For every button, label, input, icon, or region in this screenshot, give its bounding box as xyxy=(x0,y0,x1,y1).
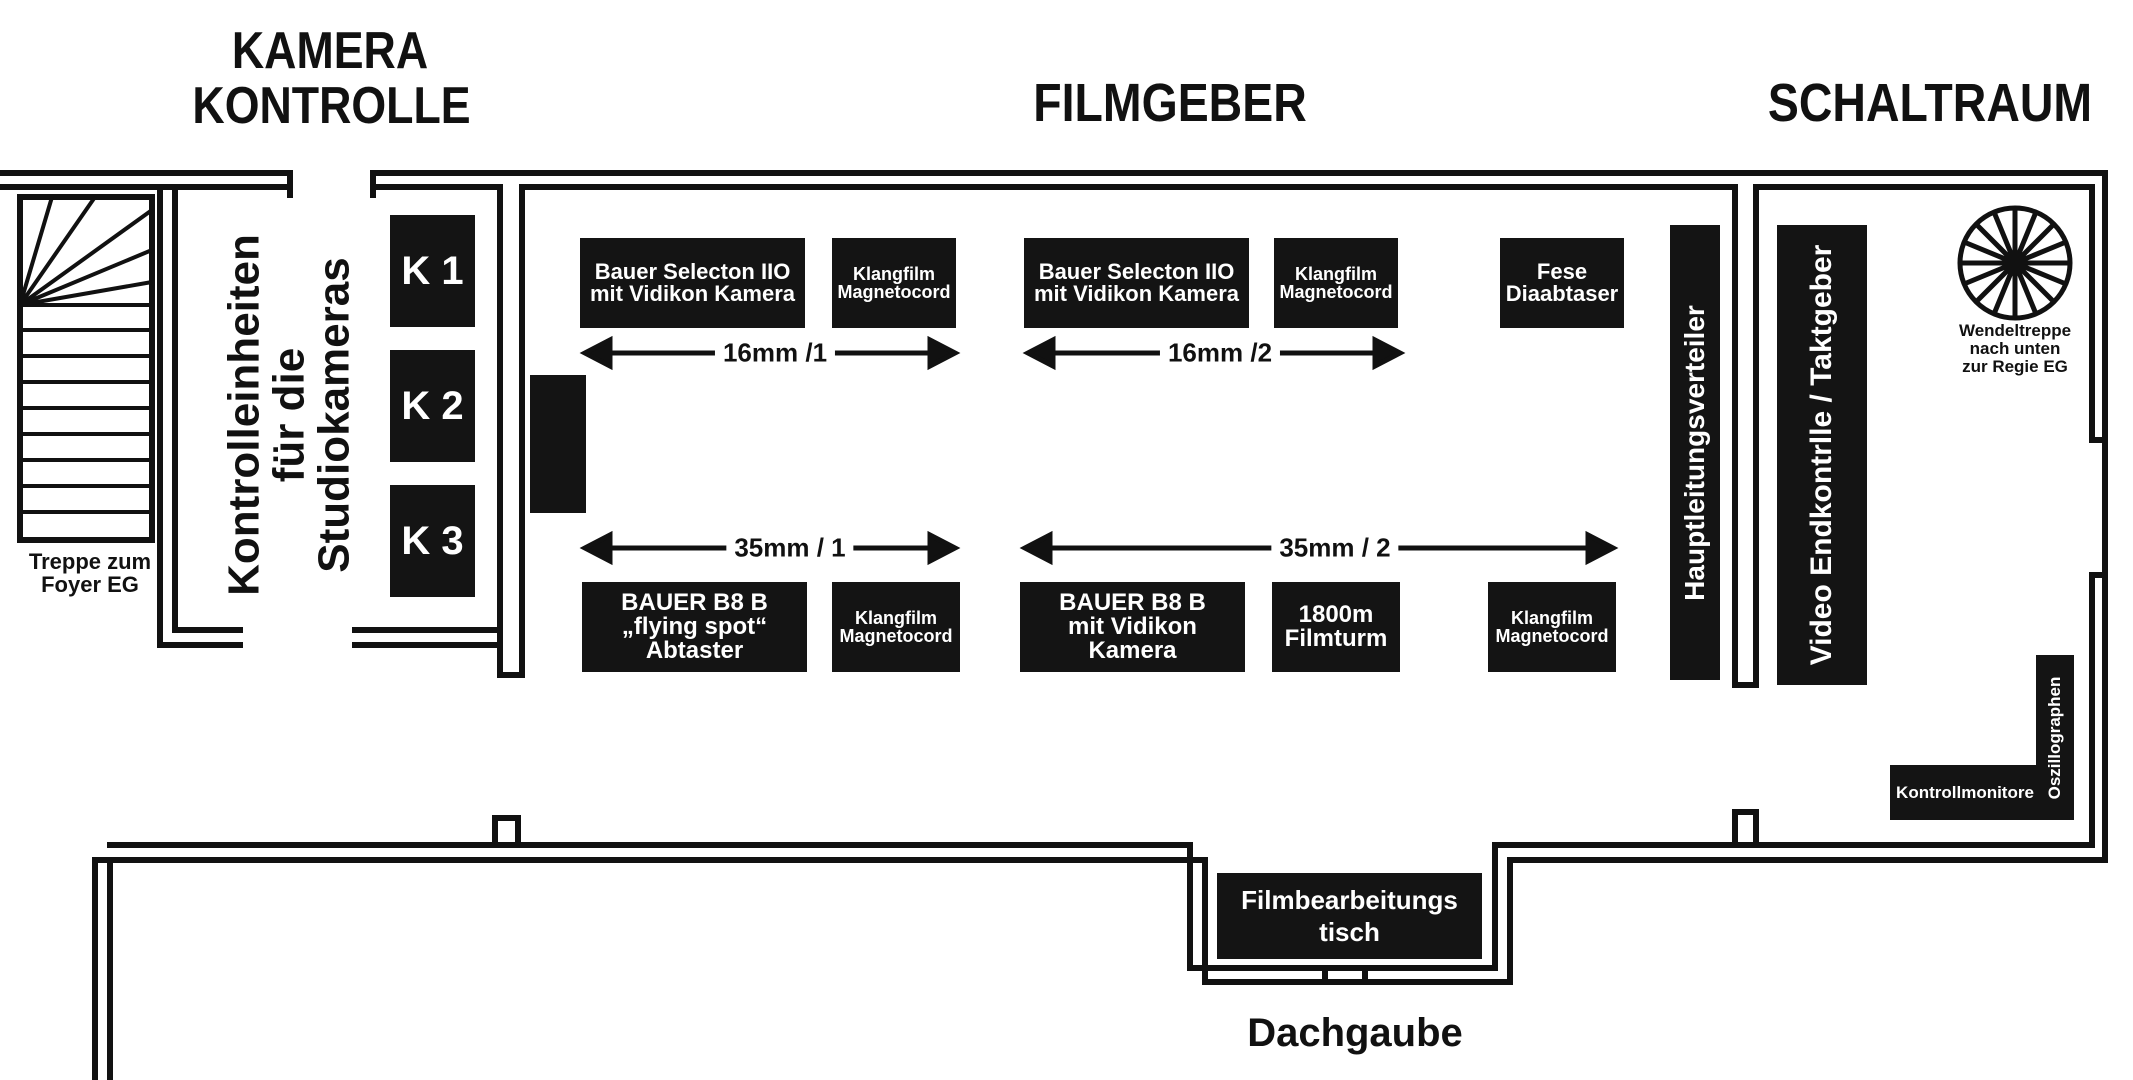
stairs-label-line2: Foyer EG xyxy=(41,572,139,598)
bauer-b8b-vidikon: BAUER B8 B mit Vidikon Kamera xyxy=(1020,582,1245,672)
magneto-4-line2: Magnetocord xyxy=(1495,626,1609,646)
stairs-label-line1: Treppe zum xyxy=(28,549,152,574)
klangfilm-magnetocord-1: Klangfilm Magnetocord xyxy=(832,238,956,328)
video-endkontrolle-label: Video Endkontrlle / Taktgeber xyxy=(1805,244,1838,666)
hauptleitungsverteiler: Hauptleitungsverteiler xyxy=(1670,225,1720,680)
spiral-stairs-line1: Wendeltreppe xyxy=(1958,321,2072,340)
selecton-2-line1: Bauer Selecton IIO xyxy=(1038,259,1235,284)
heading-kamera: KAMERA xyxy=(231,22,429,80)
filmbearbeitungstisch: Filmbearbeitungs tisch xyxy=(1217,873,1482,959)
gauge-16mm-2: 16mm /2 xyxy=(1159,337,1281,369)
selecton-1-line2: mit Vidikon Kamera xyxy=(590,281,795,306)
b8b-vid-line1: BAUER B8 B xyxy=(1059,589,1206,616)
filmturm-line2: Filmturm xyxy=(1284,625,1388,652)
magneto-1-line1: Klangfilm xyxy=(852,264,935,284)
bauer-selecton-1: Bauer Selecton IIO mit Vidikon Kamera xyxy=(580,238,805,328)
video-endkontrolle-taktgeber: Video Endkontrlle / Taktgeber xyxy=(1777,225,1867,685)
kontrollmonitore: Kontrollmonitore xyxy=(1890,765,2040,820)
small-rack xyxy=(530,375,586,513)
klangfilm-magnetocord-4: Klangfilm Magnetocord xyxy=(1488,582,1616,672)
spiral-stairs-line2: nach unten xyxy=(1969,338,2061,358)
b8b-fs-line3: Abtaster xyxy=(645,637,744,664)
camera-unit-k2: K 2 xyxy=(390,350,475,462)
bauer-b8b-flying-spot: BAUER B8 B „flying spot“ Abtaster xyxy=(582,582,807,672)
hauptleitungsverteiler-label: Hauptleitungsverteiler xyxy=(1679,304,1710,601)
magneto-1-line2: Magnetocord xyxy=(837,282,951,302)
spiral-stairs-label: Wendeltreppe nach unten zur Regie EG xyxy=(1945,322,2085,376)
klangfilm-magnetocord-2: Klangfilm Magnetocord xyxy=(1274,238,1398,328)
bauer-selecton-2: Bauer Selecton IIO mit Vidikon Kamera xyxy=(1024,238,1249,328)
camera-unit-k1: K 1 xyxy=(390,215,475,327)
filmbearbeitungstisch-line1: Filmbearbeitungs xyxy=(1241,884,1458,915)
b8b-fs-line1: BAUER B8 B xyxy=(621,589,768,616)
b8b-vid-line2: mit Vidikon xyxy=(1068,613,1197,640)
camera-control-line2: für die xyxy=(264,347,314,483)
heading-kamera-kontrolle: KAMERA KONTROLLE xyxy=(192,22,471,135)
filmturm-1800m: 1800m Filmturm xyxy=(1272,582,1400,672)
magneto-2-line1: Klangfilm xyxy=(1294,264,1377,284)
fese-line2: Diaabtaser xyxy=(1505,281,1619,306)
magneto-3-line1: Klangfilm xyxy=(854,608,937,628)
camera-unit-k3: K 3 xyxy=(390,485,475,597)
camera-control-line1: Kontrolleinheiten xyxy=(219,234,269,596)
heading-schaltraum: SCHALTRAUM xyxy=(1767,73,2093,133)
filmturm-line1: 1800m xyxy=(1298,601,1374,628)
b8b-vid-line3: Kamera xyxy=(1088,637,1177,664)
gauge-35mm-1: 35mm / 1 xyxy=(726,532,854,564)
klangfilm-magnetocord-3: Klangfilm Magnetocord xyxy=(832,582,960,672)
kontrollmonitore-label: Kontrollmonitore xyxy=(1896,783,2034,802)
camera-control-line3: Studiokameras xyxy=(309,257,359,573)
magneto-3-line2: Magnetocord xyxy=(839,626,953,646)
magneto-2-line2: Magnetocord xyxy=(1279,282,1393,302)
oszillographen-label: Oszillographen xyxy=(2045,676,2064,799)
fese-diaabtaser: Fese Diaabtaser xyxy=(1500,238,1624,328)
heading-kontrolle: KONTROLLE xyxy=(192,76,471,135)
magneto-4-line1: Klangfilm xyxy=(1510,608,1593,628)
camera-control-units-label: Kontrolleinheiten für die Studiokameras xyxy=(205,200,375,630)
spiral-stairs-line3: zur Regie EG xyxy=(1962,356,2068,376)
dachgaube-label: Dachgaube xyxy=(1247,1011,1463,1055)
stairs-label: Treppe zum Foyer EG xyxy=(10,550,170,596)
filmbearbeitungstisch-line2: tisch xyxy=(1319,917,1380,947)
gauge-35mm-2: 35mm / 2 xyxy=(1271,532,1399,564)
oszillographen: Oszillographen xyxy=(2036,655,2074,820)
selecton-2-line2: mit Vidikon Kamera xyxy=(1034,281,1239,306)
gauge-16mm-1: 16mm /1 xyxy=(714,337,836,369)
heading-filmgeber: FILMGEBER xyxy=(1033,73,1307,133)
b8b-fs-line2: „flying spot“ xyxy=(621,613,768,640)
fese-line1: Fese xyxy=(1536,259,1588,284)
selecton-1-line1: Bauer Selecton IIO xyxy=(594,259,791,284)
